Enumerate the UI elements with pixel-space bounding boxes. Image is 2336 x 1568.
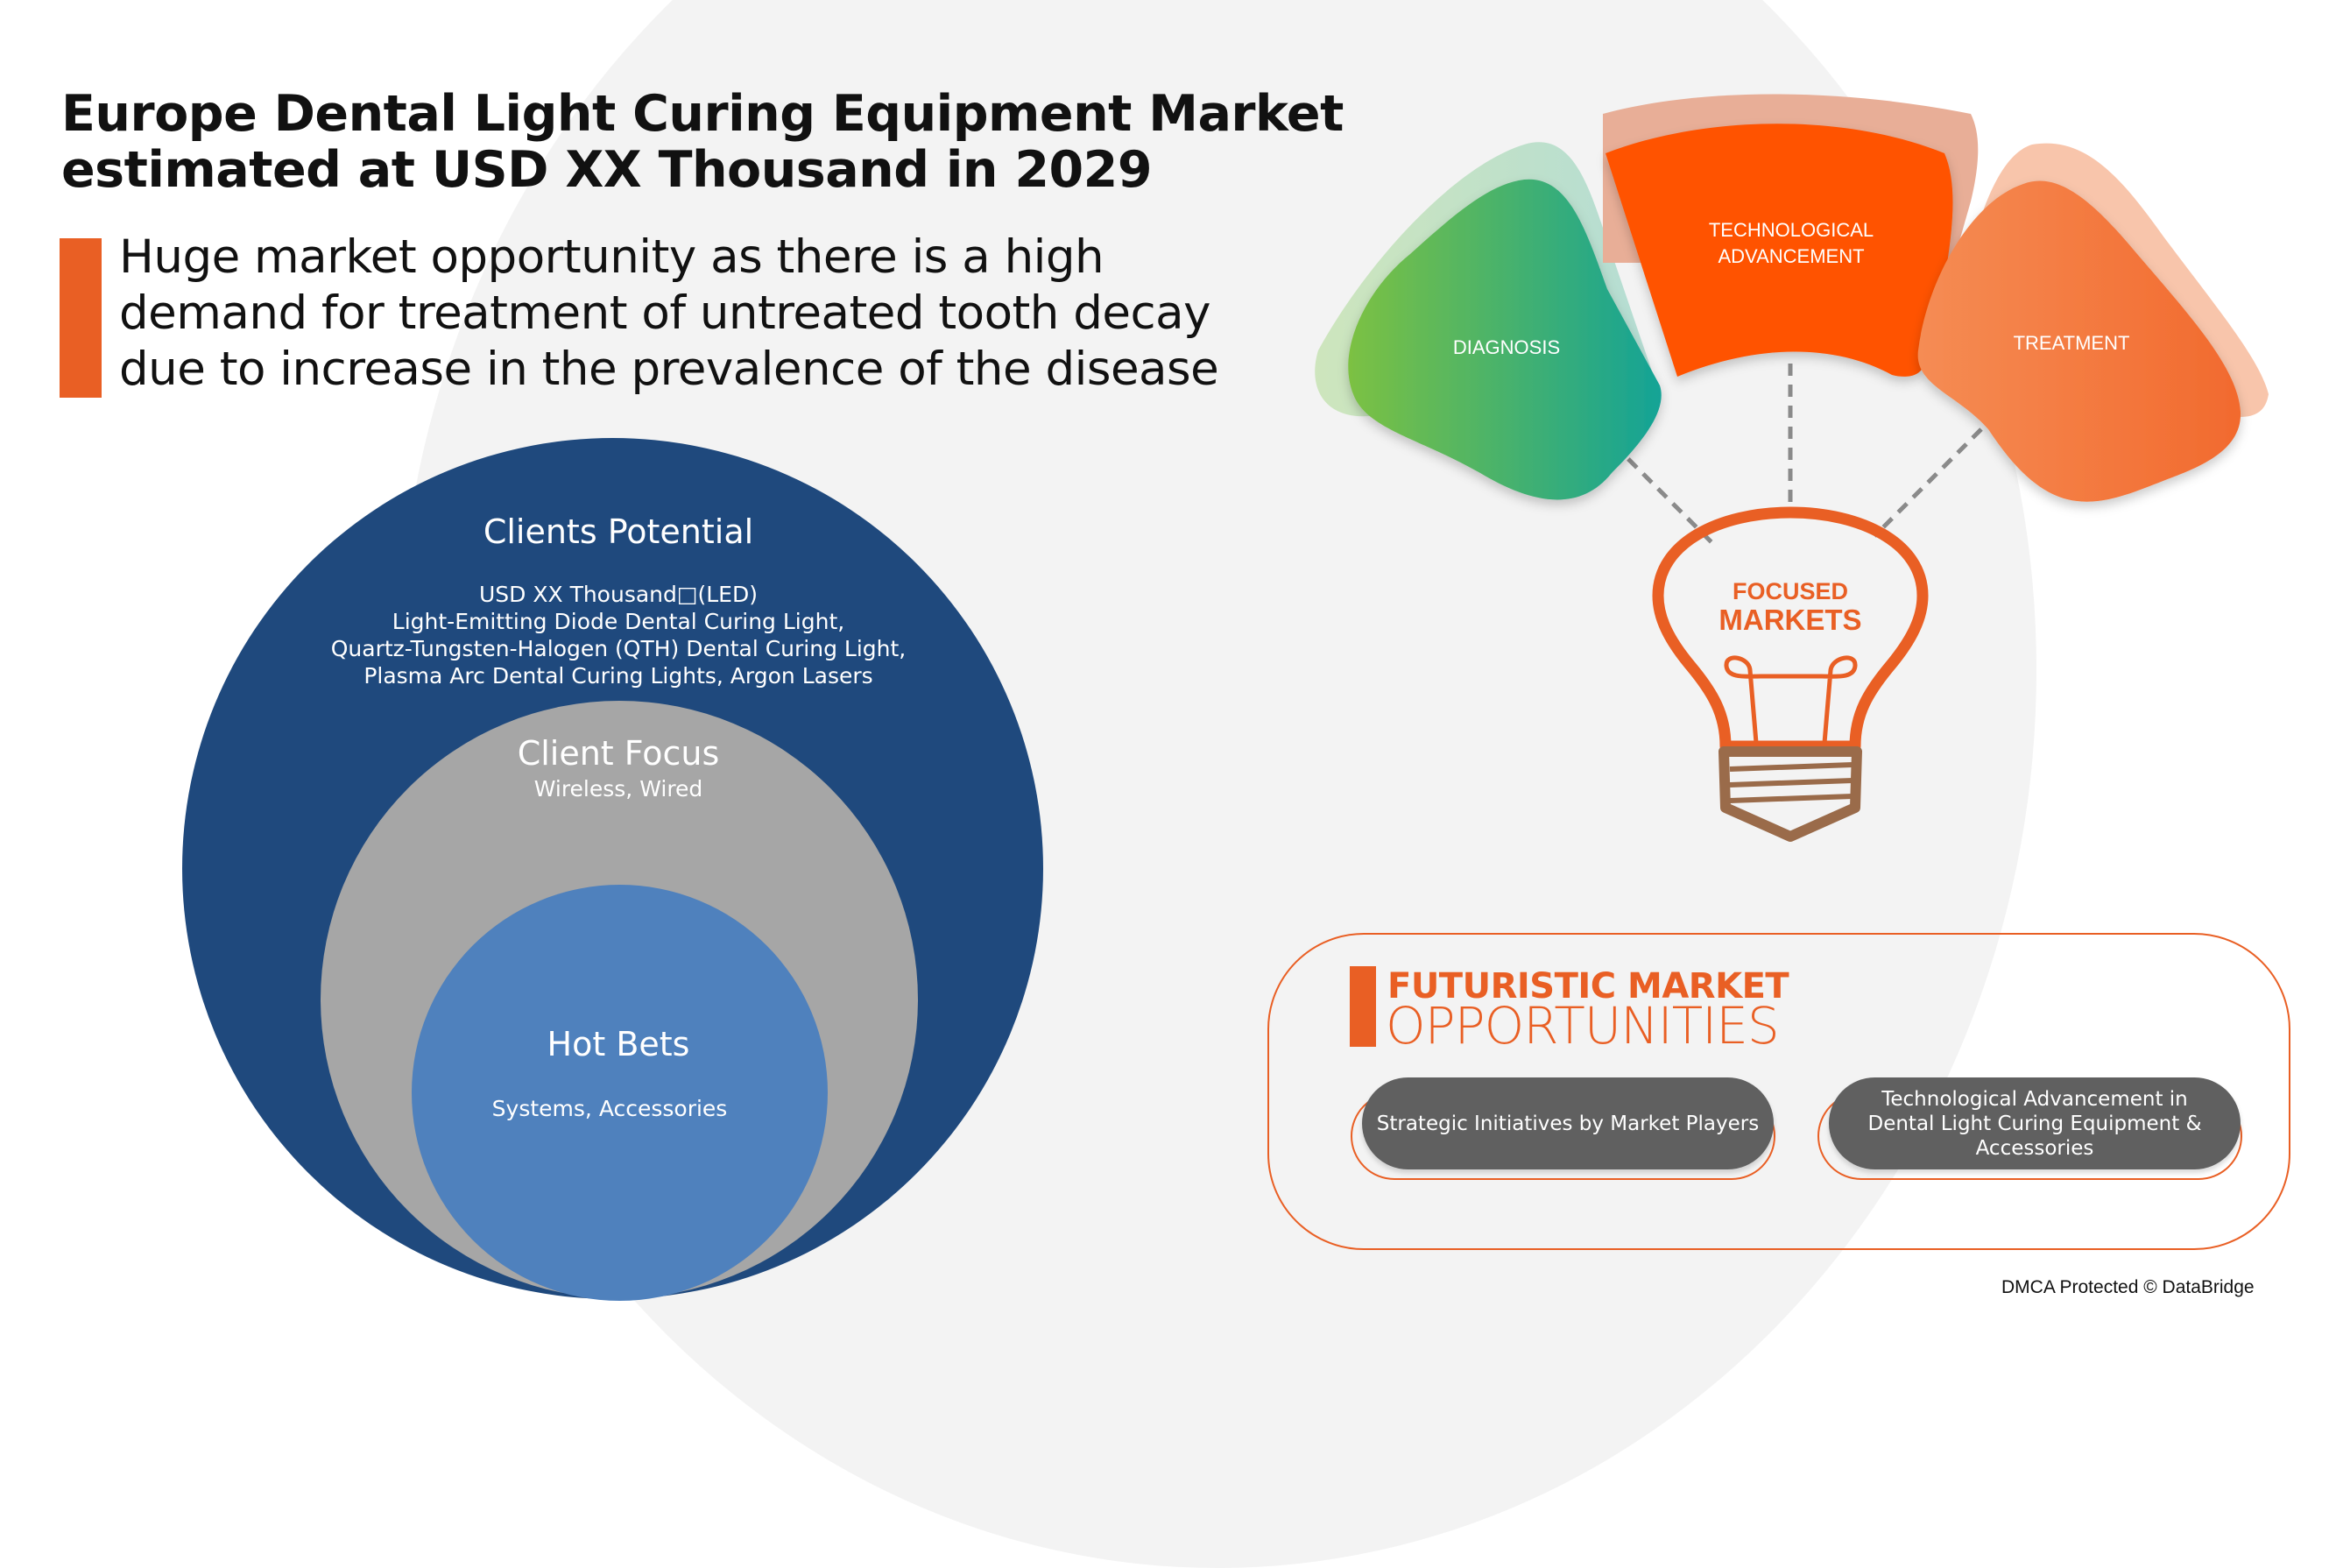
subtitle-line-3: due to increase in the prevalence of the…: [119, 343, 1219, 396]
opportunities-title-line-1: FUTURISTIC MARKET: [1387, 966, 1789, 1006]
clients-potential-line-4: Plasma Arc Dental Curing Lights, Argon L…: [363, 663, 873, 689]
subtitle-line-2: demand for treatment of untreated tooth …: [119, 286, 1210, 340]
tech-label-line-1: TECHNOLOGICAL: [1708, 219, 1874, 241]
clients-potential-desc: USD XX Thousand□(LED) Light-Emitting Dio…: [224, 581, 1013, 689]
clients-potential-line-1: USD XX Thousand□(LED): [479, 582, 758, 607]
title-line-2: estimated at USD XX Thousand in 2029: [61, 141, 1152, 199]
hot-bets-circle: [412, 885, 828, 1301]
opportunity-item-label: Technological Advancement in Dental Ligh…: [1867, 1087, 2202, 1160]
lightbulb-icon: [1652, 506, 1929, 842]
bulb-line-2: MARKETS: [1718, 604, 1862, 636]
opportunity-item-strategic: Strategic Initiatives by Market Players: [1362, 1077, 1774, 1169]
bulb-line-1: FOCUSED: [1732, 578, 1848, 604]
client-focus-title: Client Focus: [517, 734, 720, 773]
tech-petal: [1606, 124, 1953, 377]
clients-potential-line-2: Light-Emitting Diode Dental Curing Light…: [392, 609, 845, 634]
clients-potential-title: Clients Potential: [483, 512, 754, 551]
diagnosis-label: DIAGNOSIS: [1452, 336, 1561, 358]
tech-label-line-2: ADVANCEMENT: [1718, 245, 1865, 267]
title-line-1: Europe Dental Light Curing Equipment Mar…: [61, 85, 1344, 143]
subtitle-accent-bar: [60, 238, 102, 398]
focused-markets-diagram: [1315, 94, 2269, 842]
subtitle: Huge market opportunity as there is a hi…: [119, 230, 1219, 398]
opportunities-title-line-2: OPPORTUNITIES: [1386, 996, 1780, 1056]
futuristic-opportunities-panel: [1267, 933, 2290, 1250]
hot-bets-desc: Systems, Accessories: [491, 1096, 728, 1121]
focused-markets-label: FOCUSED MARKETS: [1703, 578, 1878, 636]
diagnosis-petal: [1348, 179, 1662, 500]
subtitle-line-1: Huge market opportunity as there is a hi…: [119, 230, 1104, 284]
opportunity-item-label: Strategic Initiatives by Market Players: [1376, 1112, 1760, 1135]
treatment-label: TREATMENT: [2013, 332, 2130, 354]
client-focus-desc: Wireless, Wired: [533, 776, 703, 802]
technological-advancement-label: TECHNOLOGICAL ADVANCEMENT: [1677, 217, 1905, 270]
opportunities-accent-bar: [1350, 966, 1376, 1047]
page-title: Europe Dental Light Curing Equipment Mar…: [61, 86, 1344, 198]
footer-copyright: DMCA Protected © DataBridge: [2001, 1277, 2255, 1297]
clients-potential-line-3: Quartz-Tungsten-Halogen (QTH) Dental Cur…: [330, 636, 907, 661]
hot-bets-title: Hot Bets: [547, 1025, 690, 1063]
opportunity-item-technological: Technological Advancement in Dental Ligh…: [1829, 1077, 2241, 1169]
treatment-petal: [1917, 180, 2241, 502]
